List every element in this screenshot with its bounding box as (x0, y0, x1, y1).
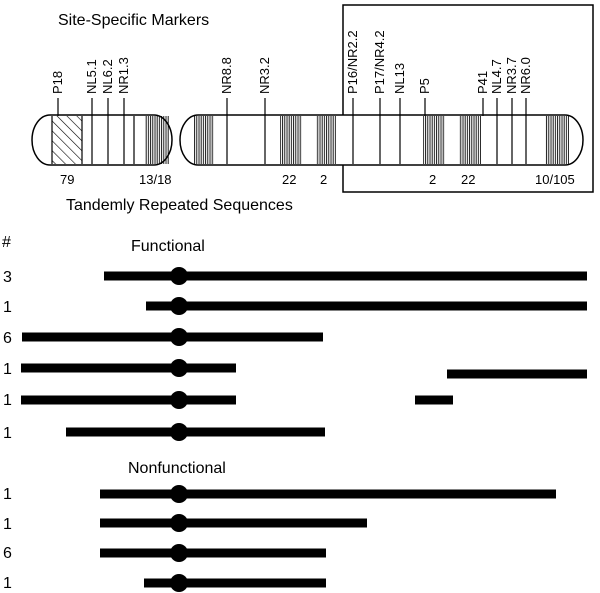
repeat-count: 13/18 (139, 172, 172, 187)
deletion-row: 1 (3, 485, 556, 503)
deletion-row: 1 (3, 423, 325, 442)
row-count: 1 (3, 299, 12, 316)
marker-label: NL13 (392, 63, 407, 94)
marker-label: NR6.0 (518, 57, 533, 94)
marker-label: NL5.1 (84, 59, 99, 94)
centromere (170, 485, 188, 503)
marker-label: P41 (475, 71, 490, 94)
centromere (170, 328, 188, 346)
nonfunctional-heading: Nonfunctional (128, 460, 226, 477)
highlight-box (342, 4, 594, 193)
centromere (170, 423, 188, 441)
marker-label: NR1.3 (116, 57, 131, 94)
marker-label: NL6.2 (100, 59, 115, 94)
marker-label: P18 (50, 71, 65, 94)
marker-label: NR3.7 (504, 57, 519, 94)
count-column-header: # (2, 234, 11, 251)
row-count: 3 (3, 269, 12, 286)
deletion-row: 3 (3, 267, 587, 286)
repeat-counts: 79 13/18 22 2 2 22 10/105 (60, 172, 575, 187)
deletion-row: 1 (3, 514, 367, 533)
chromosome-right-arm (179, 114, 584, 166)
centromere (170, 359, 188, 377)
functional-rows: 3 1 6 1 1 1 (3, 267, 587, 442)
marker-label: NL4.7 (489, 59, 504, 94)
nonfunctional-rows: 1 1 6 1 (3, 485, 556, 592)
marker-label: P5 (417, 78, 432, 94)
centromere (170, 544, 188, 562)
row-count: 1 (3, 516, 12, 533)
row-count: 1 (3, 392, 12, 409)
row-count: 1 (3, 486, 12, 503)
marker-ticks (57, 98, 527, 116)
row-count: 6 (3, 330, 12, 347)
marker-label: P16/NR2.2 (345, 30, 360, 94)
centromere (170, 267, 188, 285)
marker-label: P17/NR4.2 (372, 30, 387, 94)
row-count: 1 (3, 575, 12, 592)
marker-labels: P18 NL5.1 NL6.2 NR1.3 NR8.8 NR3.2 P16/NR… (50, 30, 533, 94)
centromere (170, 391, 188, 409)
functional-heading: Functional (131, 238, 205, 255)
deletion-row: 1 (3, 574, 326, 592)
repeats-title: Tandemly Repeated Sequences (66, 197, 293, 214)
deletion-row: 6 (3, 328, 323, 347)
deletion-row: 1 (3, 297, 587, 316)
row-count: 1 (3, 361, 12, 378)
repeat-count: 79 (60, 172, 74, 187)
repeat-count: 10/105 (535, 172, 575, 187)
deletion-row: 6 (3, 544, 326, 562)
deletion-row: 1 (3, 391, 453, 409)
repeat-count: 22 (282, 172, 296, 187)
centromere (170, 514, 188, 532)
centromere (170, 297, 188, 315)
repeat-count: 2 (320, 172, 327, 187)
centromere (170, 574, 188, 592)
repeat-count: 22 (461, 172, 475, 187)
repeat-count: 2 (429, 172, 436, 187)
row-count: 6 (3, 545, 12, 562)
row-count: 1 (3, 425, 12, 442)
deletion-row: 1 (3, 359, 587, 379)
marker-label: NR3.2 (257, 57, 272, 94)
marker-label: NR8.8 (219, 57, 234, 94)
chromosome-left-arm (31, 114, 173, 166)
markers-title: Site-Specific Markers (58, 12, 209, 29)
